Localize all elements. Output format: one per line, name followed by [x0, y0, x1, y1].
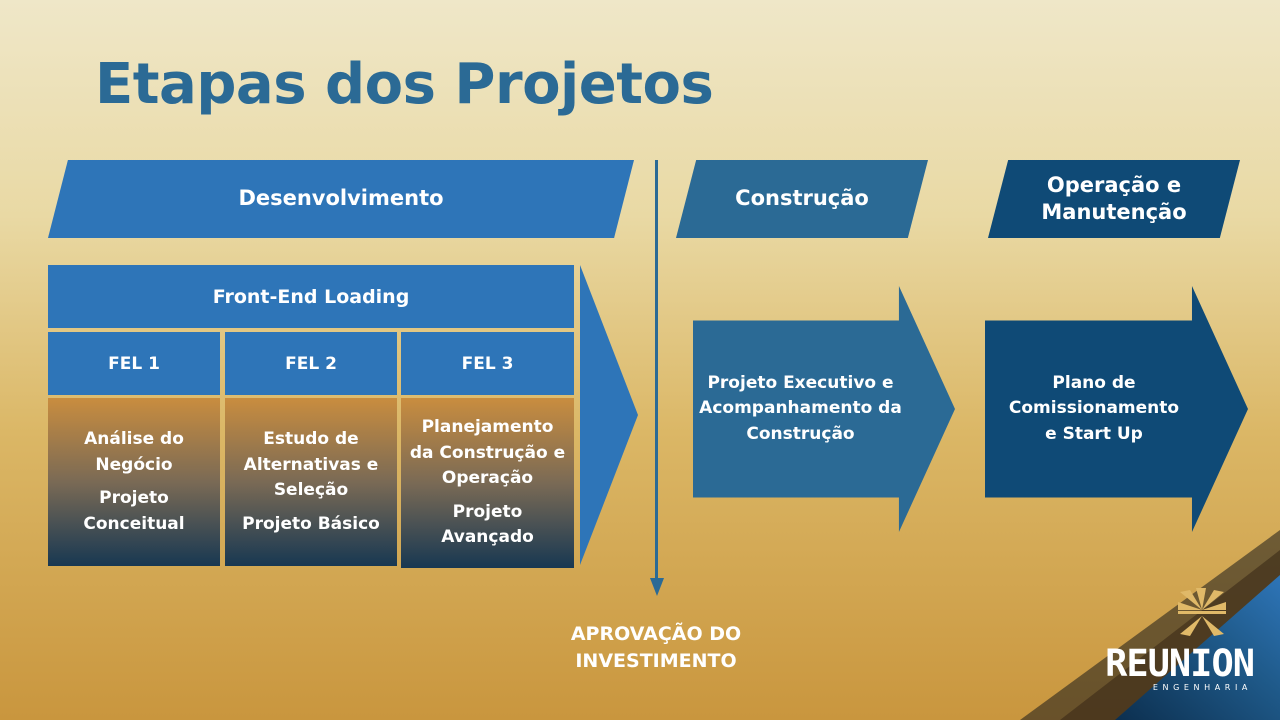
fel-2-body: Estudo de Alternativas e Seleção Projeto…: [225, 398, 397, 566]
fel-2-item-1: Estudo de Alternativas e Seleção: [243, 429, 379, 500]
phase-desenvolvimento: Desenvolvimento: [48, 160, 634, 238]
fel-1-body: Análise do Negócio Projeto Conceitual: [48, 398, 220, 566]
fel-1-item-1: Análise do Negócio: [84, 429, 184, 475]
fel-2-item-2: Projeto Básico: [242, 513, 380, 534]
fel-3-body: Planejamento da Construção e Operação Pr…: [401, 398, 574, 568]
fel-header: Front-End Loading: [48, 265, 574, 328]
phase-operacao-label: Operação e Manutenção: [1041, 172, 1187, 224]
approval-label: APROVAÇÃO DO INVESTIMENTO: [570, 623, 742, 672]
fel-arrow: [580, 265, 638, 565]
reunion-logo-subtitle: ENGENHARIA: [1152, 683, 1252, 692]
fel-2-label: FEL 2: [225, 332, 397, 395]
page-title: Etapas dos Projetos: [95, 52, 714, 117]
fel-1-item-2: Projeto Conceitual: [83, 488, 185, 534]
corner-decoration: [1020, 530, 1280, 720]
fel-3-item-1: Planejamento da Construção e Operação: [409, 417, 566, 489]
operation-arrow-text: Plano de Comissionamento e Start Up: [1008, 372, 1180, 444]
fel-1-label: FEL 1: [48, 332, 220, 395]
operation-arrow: Plano de Comissionamento e Start Up: [985, 286, 1248, 532]
reunion-logo-text: REUNION: [1105, 642, 1255, 685]
phase-construcao: Construção: [676, 160, 928, 238]
reunion-logo-icon: [1178, 588, 1226, 636]
fel-3-label: FEL 3: [401, 332, 574, 395]
phase-operacao: Operação e Manutenção: [988, 160, 1240, 238]
construction-arrow-text: Projeto Executivo e Acompanhamento da Co…: [699, 372, 902, 444]
approval-line: [655, 160, 658, 584]
fel-3-item-2: Projeto Avançado: [441, 501, 534, 548]
approval-arrowhead: [650, 578, 664, 596]
construction-arrow: Projeto Executivo e Acompanhamento da Co…: [693, 286, 955, 532]
